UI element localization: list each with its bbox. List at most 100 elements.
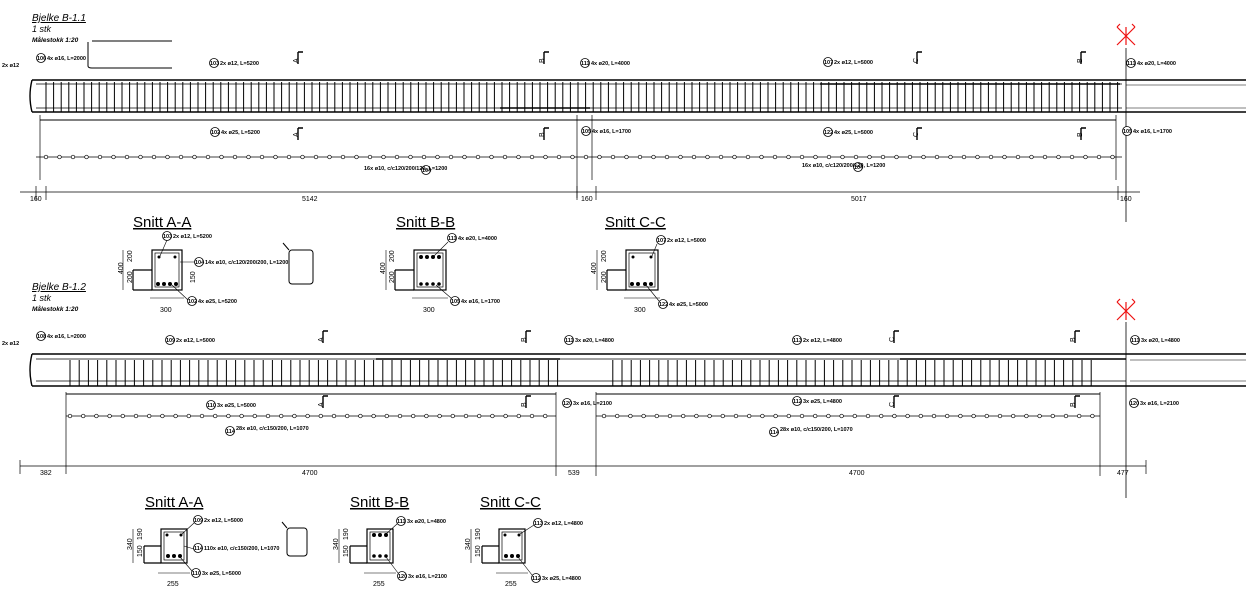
svg-text:105: 105 — [1123, 129, 1132, 135]
svg-text:112: 112 — [793, 399, 802, 405]
svg-text:Snitt B-B: Snitt B-B — [396, 214, 455, 231]
svg-text:111: 111 — [581, 61, 590, 67]
bar-dot — [958, 413, 963, 419]
bar-dot — [246, 154, 251, 160]
bar-dot — [678, 154, 683, 160]
bar-dot — [760, 413, 765, 419]
bar-dot — [219, 154, 224, 160]
bar-dot — [424, 413, 429, 419]
bar-dot — [907, 154, 913, 160]
bar-dot — [1015, 154, 1021, 160]
svg-text:109: 109 — [166, 338, 175, 344]
section-mark: A — [293, 132, 300, 137]
svg-text:Snitt C-C: Snitt C-C — [605, 214, 666, 231]
bar-dot — [759, 154, 764, 160]
svg-text:4x ø16, L=1700: 4x ø16, L=1700 — [592, 129, 631, 135]
bar-dot — [681, 413, 686, 419]
svg-text:Snitt A-A: Snitt A-A — [133, 214, 191, 231]
bar-dot — [475, 154, 481, 160]
svg-text:114: 114 — [770, 430, 780, 436]
svg-text:104: 104 — [195, 260, 205, 266]
bar-dot — [1056, 154, 1061, 160]
bar-dot — [610, 154, 616, 160]
svg-text:102: 102 — [211, 130, 220, 136]
bar-dot — [394, 154, 400, 160]
svg-text:107: 107 — [657, 238, 666, 244]
bar-dot — [463, 413, 469, 419]
bar-dot — [543, 154, 548, 160]
bar-dot — [318, 413, 323, 419]
bar-dot — [435, 154, 440, 160]
svg-text:120: 120 — [1130, 401, 1139, 407]
beam2-dim-3: 4700 — [849, 470, 865, 477]
svg-text:255: 255 — [167, 581, 179, 588]
svg-text:4x ø16, L=2000: 4x ø16, L=2000 — [47, 334, 86, 340]
bar-dot — [120, 413, 125, 419]
beam1-scale: Målestokk 1:20 — [32, 36, 79, 44]
bar-dot — [664, 154, 670, 160]
bar-dot — [894, 154, 899, 160]
bar-dot — [853, 154, 859, 160]
bar-dot — [133, 413, 139, 419]
bar-dot — [1029, 154, 1034, 160]
svg-text:3x ø16, L=2100: 3x ø16, L=2100 — [1140, 401, 1179, 407]
bar-dot — [1050, 413, 1055, 419]
svg-text:255: 255 — [373, 581, 385, 588]
svg-text:Snitt C-C: Snitt C-C — [480, 494, 541, 511]
bar-dot — [733, 413, 739, 419]
section-mark: C — [889, 337, 896, 342]
svg-text:111: 111 — [1127, 61, 1136, 67]
beam1-dim-2: 160 — [581, 196, 593, 203]
bar-dot — [151, 154, 157, 160]
bar-dot — [313, 154, 319, 160]
bar-dot — [1024, 413, 1029, 419]
svg-text:200: 200 — [601, 271, 608, 283]
svg-text:28x ø10, c/c150/200, L=1070: 28x ø10, c/c150/200, L=1070 — [780, 427, 853, 433]
stirrup-detail — [282, 242, 314, 285]
bar-dot — [490, 413, 495, 419]
beam2-dim-2: 539 — [568, 470, 580, 477]
svg-text:4x ø16, L=1700: 4x ø16, L=1700 — [1133, 129, 1172, 135]
bar-dot — [138, 154, 143, 160]
beam2-elevation — [29, 353, 1246, 476]
bar-dot — [1083, 154, 1088, 160]
svg-text:300: 300 — [423, 307, 435, 314]
svg-text:2x ø12, L=5200: 2x ø12, L=5200 — [173, 234, 212, 240]
bar-dot — [178, 154, 184, 160]
svg-text:120: 120 — [398, 574, 407, 580]
svg-text:2x ø12, L=4800: 2x ø12, L=4800 — [544, 521, 583, 527]
bar-dot — [124, 154, 130, 160]
beam2-dim-0: 382 — [40, 470, 52, 477]
bar-dot — [799, 413, 805, 419]
svg-text:200: 200 — [127, 271, 134, 283]
bar-dot — [273, 154, 278, 160]
bar-dot — [867, 154, 872, 160]
svg-text:3x ø25, L=5000: 3x ø25, L=5000 — [217, 403, 256, 409]
section-mark: A — [318, 337, 325, 342]
bar-dot — [70, 154, 76, 160]
beam2-bar-dots — [67, 413, 1095, 419]
bar-dot — [772, 154, 778, 160]
bar-dot — [450, 413, 455, 419]
bar-dot — [988, 154, 994, 160]
bar-dot — [799, 154, 805, 160]
beam2-start-bar: 2x ø12 — [2, 341, 19, 347]
svg-text:107: 107 — [824, 60, 833, 66]
bar-dot — [840, 154, 845, 160]
bar-dot — [905, 413, 910, 419]
beam2-dim-1: 4700 — [302, 470, 318, 477]
bar-dot — [340, 154, 346, 160]
svg-text:103: 103 — [163, 234, 172, 240]
bar-dot — [286, 154, 292, 160]
